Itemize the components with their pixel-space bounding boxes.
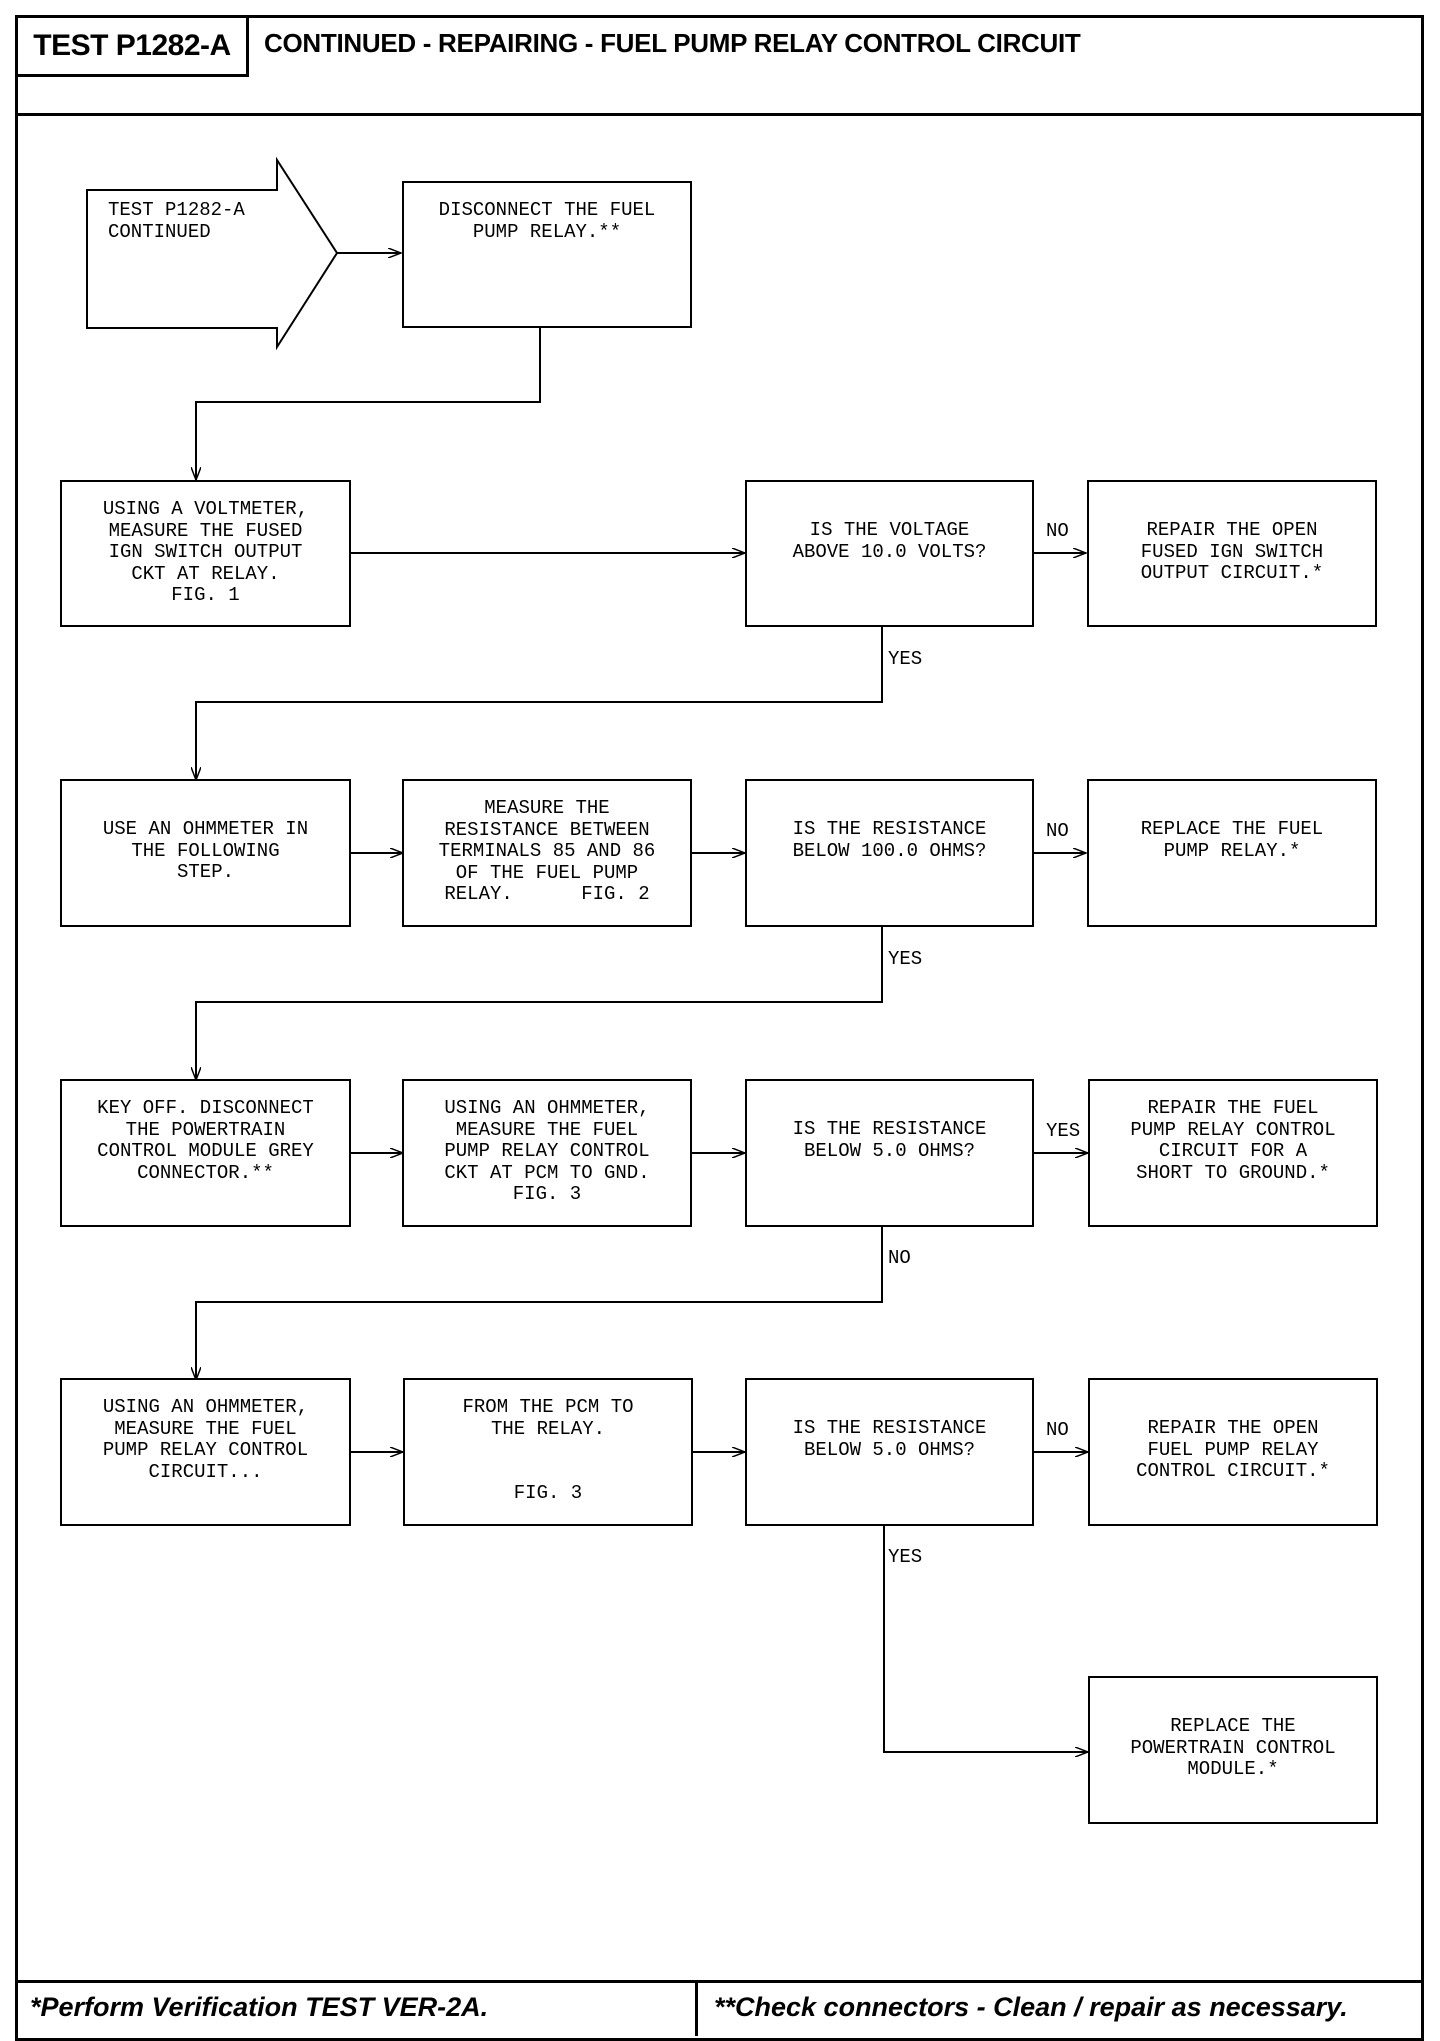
no-label-3: NO bbox=[888, 1247, 911, 1269]
flow-disconnect-to-voltmeter bbox=[196, 327, 541, 480]
header-divider bbox=[15, 113, 1424, 116]
repair-open-box: REPAIR THE OPEN FUEL PUMP RELAY CONTROL … bbox=[1088, 1378, 1378, 1526]
resistance-5-question-box-2: IS THE RESISTANCE BELOW 5.0 OHMS? bbox=[745, 1378, 1034, 1526]
resistance-100-question-box: IS THE RESISTANCE BELOW 100.0 OHMS? bbox=[745, 779, 1034, 927]
no-label-4: NO bbox=[1046, 1419, 1069, 1441]
flow-yes-2 bbox=[196, 926, 883, 1080]
use-ohmmeter-box: USE AN OHMMETER IN THE FOLLOWING STEP. bbox=[60, 779, 351, 927]
footer-note-verification: *Perform Verification TEST VER-2A. bbox=[30, 1992, 489, 2022]
measure-circuit-box: USING AN OHMMETER, MEASURE THE FUEL PUMP… bbox=[60, 1378, 351, 1526]
footer-divider bbox=[15, 1980, 1424, 1983]
replace-pcm-box: REPLACE THE POWERTRAIN CONTROL MODULE.* bbox=[1088, 1676, 1378, 1824]
yes-label-4: YES bbox=[888, 1546, 923, 1568]
voltmeter-step-box: USING A VOLTMETER, MEASURE THE FUSED IGN… bbox=[60, 480, 351, 627]
replace-relay-box: REPLACE THE FUEL PUMP RELAY.* bbox=[1087, 779, 1377, 927]
start-block-arrow bbox=[86, 156, 339, 351]
page-title: CONTINUED - REPAIRING - FUEL PUMP RELAY … bbox=[264, 28, 1081, 58]
disconnect-relay-box: DISCONNECT THE FUEL PUMP RELAY.** bbox=[402, 181, 692, 328]
footer-note-connectors: **Check connectors - Clean / repair as n… bbox=[714, 1992, 1348, 2022]
no-label-2: NO bbox=[1046, 820, 1069, 842]
no-label-1: NO bbox=[1046, 520, 1069, 542]
flow-no-3 bbox=[196, 1226, 883, 1380]
flow-yes-4 bbox=[883, 1525, 1088, 1752]
resistance-5-question-box-1: IS THE RESISTANCE BELOW 5.0 OHMS? bbox=[745, 1079, 1034, 1227]
flow-yes-1 bbox=[196, 626, 883, 780]
key-off-box: KEY OFF. DISCONNECT THE POWERTRAIN CONTR… bbox=[60, 1079, 351, 1227]
test-id-box: TEST P1282-A bbox=[15, 15, 249, 77]
repair-fused-box: REPAIR THE OPEN FUSED IGN SWITCH OUTPUT … bbox=[1087, 480, 1377, 627]
measure-terminals-box: MEASURE THE RESISTANCE BETWEEN TERMINALS… bbox=[402, 779, 692, 927]
pcm-to-relay-box: FROM THE PCM TO THE RELAY. FIG. 3 bbox=[403, 1378, 693, 1526]
voltage-question-box: IS THE VOLTAGE ABOVE 10.0 VOLTS? bbox=[745, 480, 1034, 627]
yes-label-3: YES bbox=[1046, 1120, 1081, 1142]
repair-short-box: REPAIR THE FUEL PUMP RELAY CONTROL CIRCU… bbox=[1088, 1079, 1378, 1227]
yes-label-1: YES bbox=[888, 648, 923, 670]
start-label: TEST P1282-A CONTINUED bbox=[108, 199, 245, 243]
measure-ground-box: USING AN OHMMETER, MEASURE THE FUEL PUMP… bbox=[402, 1079, 692, 1227]
yes-label-2: YES bbox=[888, 948, 923, 970]
footer-separator bbox=[695, 1980, 698, 2036]
